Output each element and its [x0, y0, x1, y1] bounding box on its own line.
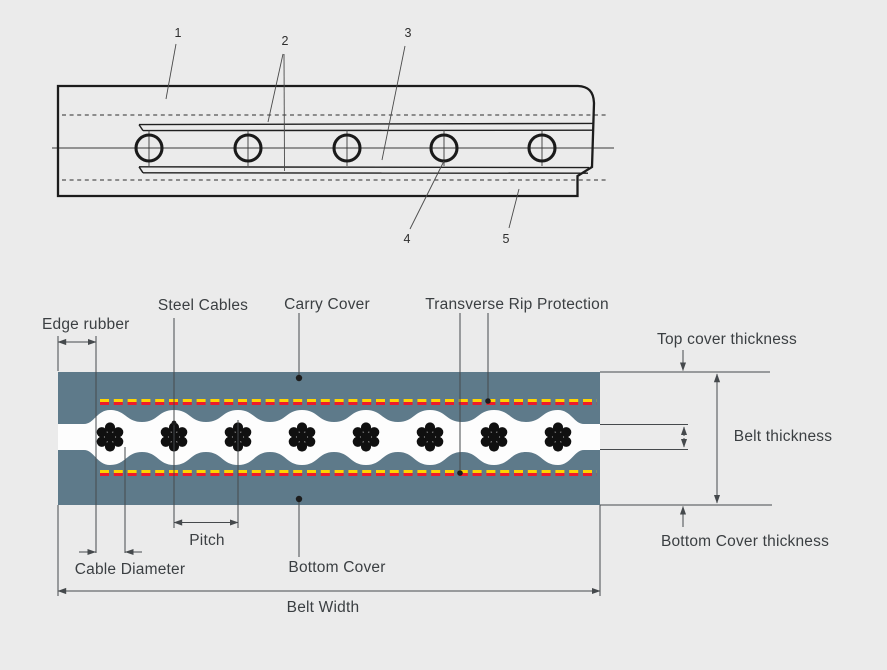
callout-4: 4 [404, 232, 411, 246]
plan-belt-outline [56, 84, 596, 198]
label-edge-rubber: Edge rubber [42, 316, 130, 333]
bottom-cover-dot [295, 495, 303, 503]
callout-1: 1 [175, 26, 182, 40]
steel-cables-dot [171, 420, 177, 426]
rip-bottom-dot [457, 470, 463, 476]
label-bottom-cover-thickness: Bottom Cover thickness [661, 533, 829, 550]
callout-5: 5 [503, 232, 510, 246]
label-pitch: Pitch [189, 532, 224, 549]
plan-lower-strip [138, 166, 590, 174]
plan-upper-strip [138, 122, 593, 132]
label-belt-width: Belt Width [287, 599, 360, 616]
rip-protection-bottom [100, 470, 597, 476]
label-top-cover-thickness: Top cover thickness [657, 331, 797, 348]
dimension-lines [57, 313, 772, 596]
callout-3: 3 [405, 26, 412, 40]
rip-top-dot [485, 398, 491, 404]
label-steel-cables: Steel Cables [158, 297, 248, 314]
carry-cover-dot [295, 374, 303, 382]
rip-protection-top [100, 399, 597, 405]
belt-plan-view: 1 2 3 4 5 [52, 26, 614, 246]
leader-dots [171, 374, 491, 503]
label-bottom-cover: Bottom Cover [288, 559, 385, 576]
label-belt-thickness: Belt thickness [734, 428, 832, 445]
carcass-rubber-band [58, 410, 600, 465]
label-carry-cover: Carry Cover [284, 296, 370, 313]
label-transverse-rip-protection: Transverse Rip Protection [425, 296, 609, 313]
belt-cross-section: Edge rubber Steel Cables Carry Cover Tra… [42, 296, 832, 616]
label-cable-diameter: Cable Diameter [75, 561, 185, 578]
plan-callout-leaders [165, 43, 520, 230]
callout-2: 2 [282, 34, 289, 48]
